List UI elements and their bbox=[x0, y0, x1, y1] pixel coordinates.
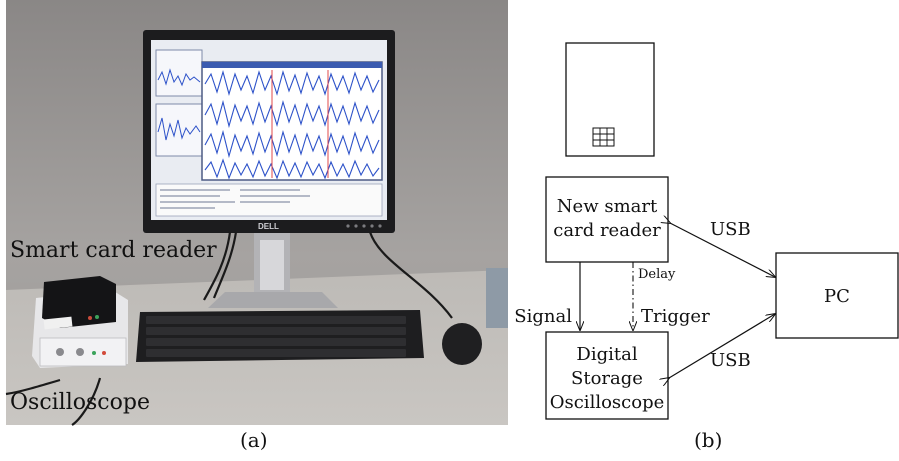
reader-box bbox=[545, 176, 669, 263]
mouse bbox=[442, 323, 482, 365]
reader-label-line1: New smart bbox=[557, 196, 658, 217]
dso-label-line1: Digital bbox=[576, 344, 637, 365]
cables bbox=[5, 231, 453, 426]
pc-box bbox=[775, 252, 899, 339]
dso-label-line2: Storage bbox=[571, 368, 643, 389]
chip-icon bbox=[592, 127, 615, 147]
trigger-label: Trigger bbox=[641, 306, 710, 327]
smart-card-reader-device bbox=[42, 276, 116, 330]
caption-b: (b) bbox=[694, 428, 723, 452]
pc-label: PC bbox=[824, 286, 850, 307]
oscilloscope-label: Oscilloscope bbox=[10, 390, 150, 415]
dso-label-line3: Oscilloscope bbox=[550, 392, 665, 413]
delay-label: Delay bbox=[638, 267, 676, 282]
monitor-stand bbox=[208, 233, 338, 308]
monitor bbox=[143, 30, 395, 233]
smart-card-reader-label: Smart card reader bbox=[10, 238, 217, 263]
caption-a: (a) bbox=[240, 428, 268, 452]
keyboard bbox=[136, 310, 424, 362]
usb-bottom-label: USB bbox=[710, 350, 751, 371]
dso-box bbox=[545, 331, 669, 420]
usb-link-top bbox=[670, 223, 775, 277]
smart-card bbox=[565, 42, 655, 157]
reader-label-line2: card reader bbox=[553, 220, 661, 241]
side-object bbox=[486, 268, 508, 328]
usb-link-bottom bbox=[669, 314, 775, 378]
usb-top-label: USB bbox=[710, 219, 751, 240]
signal-label: Signal bbox=[514, 306, 572, 327]
monitor-brand-logo: DELL bbox=[258, 222, 279, 231]
